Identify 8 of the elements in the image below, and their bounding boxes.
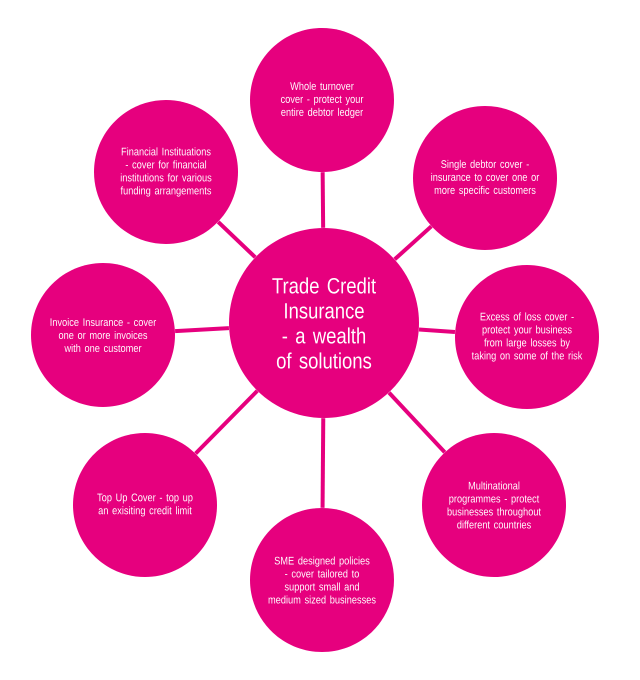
- connector-line: [418, 328, 456, 334]
- connector-line: [320, 418, 326, 508]
- connector-line: [388, 391, 446, 454]
- connector-line: [194, 389, 259, 455]
- connector-line: [320, 172, 326, 228]
- connector-line: [216, 220, 257, 259]
- connector-line: [174, 326, 230, 334]
- connector-line: [393, 224, 433, 261]
